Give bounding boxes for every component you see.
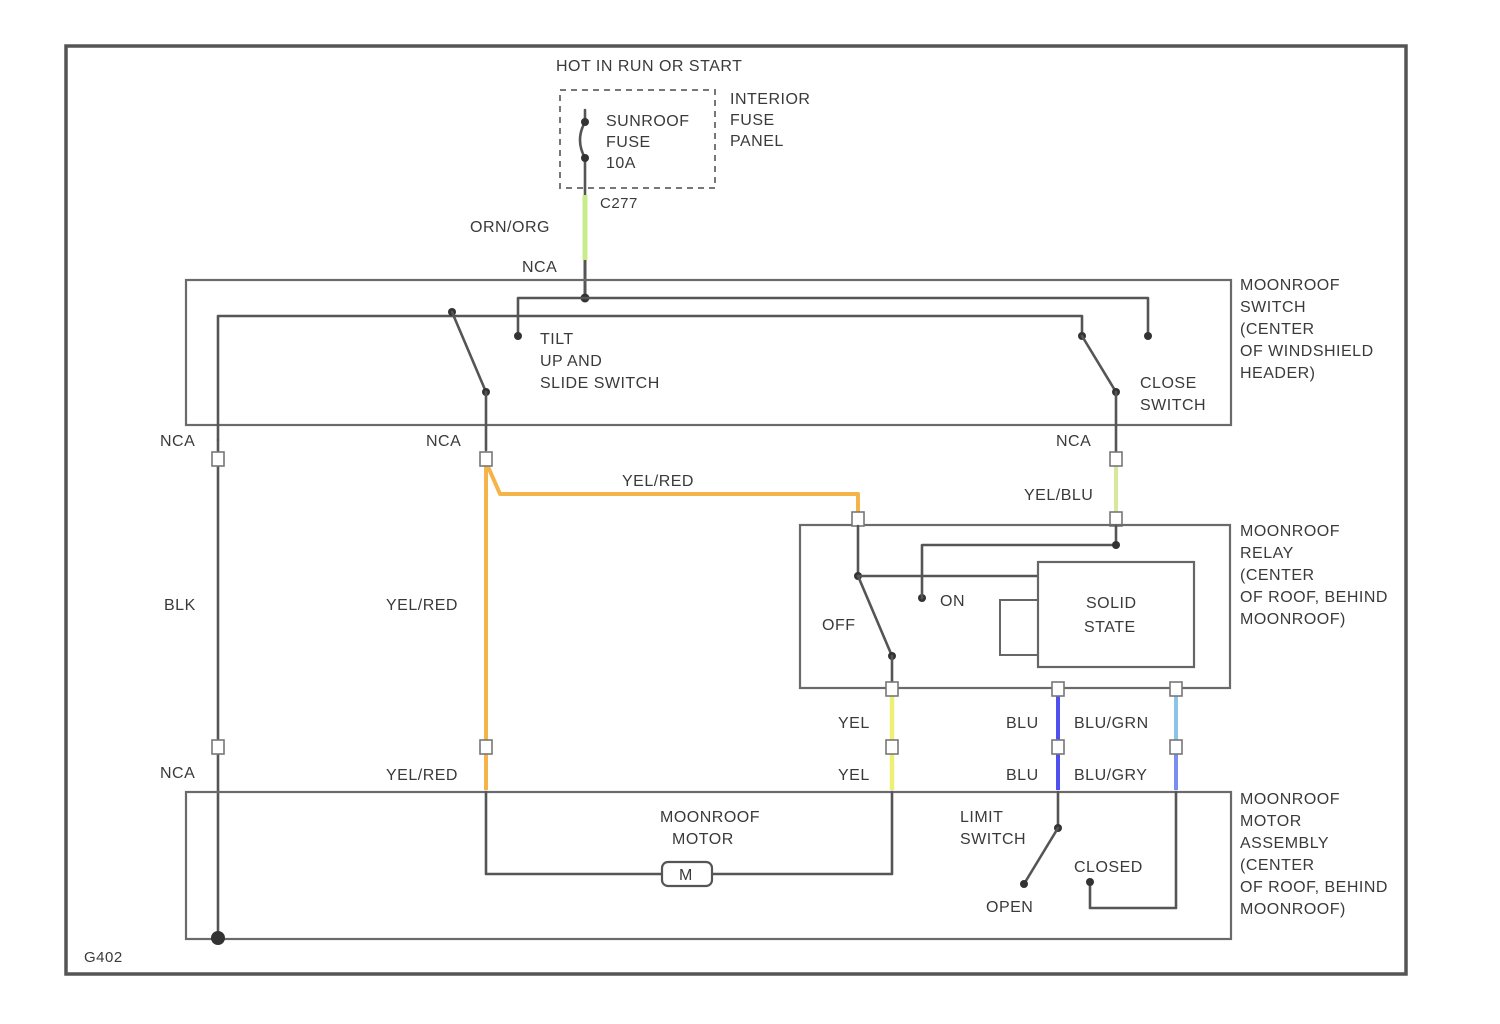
connector-relay-yel <box>886 682 898 696</box>
connector-nca-left <box>212 452 224 466</box>
label-fuse-panel: FUSE <box>730 112 775 129</box>
connector-motor-blugry <box>1170 740 1182 754</box>
label-switch-name: MOONROOF <box>1240 277 1340 294</box>
close-contact <box>1144 332 1152 340</box>
label-wire: BLK <box>164 597 196 614</box>
label-fuse-panel: INTERIOR <box>730 91 810 108</box>
label-assembly-name: ASSEMBLY <box>1240 835 1329 852</box>
label-limit-open: OPEN <box>986 899 1033 916</box>
label-relay-name: (CENTER <box>1240 567 1315 584</box>
fuse-terminal <box>581 118 589 126</box>
label-tilt-switch: TILT <box>540 331 574 348</box>
label-assembly-name: OF ROOF, BEHIND <box>1240 879 1388 896</box>
fuse-terminal <box>581 154 589 162</box>
label-tilt-switch: SLIDE SWITCH <box>540 375 660 392</box>
label-motor: MOONROOF <box>660 809 760 826</box>
label-wire: ORN/ORG <box>470 219 550 236</box>
label-limit-switch: LIMIT <box>960 809 1003 826</box>
moonroof-switch-box <box>186 280 1231 425</box>
label-connector: NCA <box>160 765 195 782</box>
tilt-contact <box>514 332 522 340</box>
relay-contact-blade <box>858 576 892 656</box>
label-fuse-panel: PANEL <box>730 133 784 150</box>
label-connector: NCA <box>426 433 461 450</box>
label-wire: YEL <box>838 767 870 784</box>
label-wire: BLU/GRY <box>1074 767 1147 784</box>
connector-relay-blugrn <box>1170 682 1182 696</box>
label-assembly-name: (CENTER <box>1240 857 1315 874</box>
connector-motor-yel <box>886 740 898 754</box>
label-switch-name: SWITCH <box>1240 299 1306 316</box>
label-fuse: FUSE <box>606 134 651 151</box>
label-close-switch: SWITCH <box>1140 397 1206 414</box>
connector-motor-yelred <box>480 740 492 754</box>
solid-state-box <box>1038 562 1194 667</box>
label-switch-name: HEADER) <box>1240 365 1316 382</box>
label-motor: MOTOR <box>672 831 734 848</box>
relay-yelblu-node <box>1112 541 1120 549</box>
wire-yel-red <box>486 462 858 790</box>
label-hot-in: HOT IN RUN OR START <box>556 58 742 75</box>
connector-nca-right <box>1110 452 1122 466</box>
label-tilt-switch: UP AND <box>540 353 602 370</box>
connector-motor-blu <box>1052 740 1064 754</box>
label-relay-name: RELAY <box>1240 545 1294 562</box>
label-connector: C277 <box>600 195 638 212</box>
label-wire: BLU/GRN <box>1074 715 1149 732</box>
connector-nca-bottom <box>212 740 224 754</box>
label-wire: YEL <box>838 715 870 732</box>
label-connector: NCA <box>160 433 195 450</box>
label-switch-name: (CENTER <box>1240 321 1315 338</box>
ground-point <box>211 931 225 945</box>
solid-state-coil <box>1000 600 1038 655</box>
label-ground: G402 <box>84 949 123 966</box>
connector-relay-blu <box>1052 682 1064 696</box>
connector-relay-yelred <box>852 512 864 526</box>
label-relay-name: MOONROOF <box>1240 523 1340 540</box>
limit-closed-line <box>1090 792 1176 908</box>
label-assembly-name: MOONROOF) <box>1240 901 1346 918</box>
label-limit-closed: CLOSED <box>1074 859 1143 876</box>
label-solid-state: STATE <box>1084 619 1136 636</box>
limit-open-contact <box>1020 880 1028 888</box>
label-assembly-name: MOTOR <box>1240 813 1302 830</box>
label-relay-on: ON <box>940 593 965 610</box>
label-wire: BLU <box>1006 715 1039 732</box>
outer-frame <box>66 46 1406 974</box>
label-close-switch: CLOSE <box>1140 375 1197 392</box>
label-switch-name: OF WINDSHIELD <box>1240 343 1374 360</box>
label-fuse: SUNROOF <box>606 113 690 130</box>
label-connector: NCA <box>1056 433 1091 450</box>
label-wire: YEL/RED <box>386 597 458 614</box>
label-wire: YEL/RED <box>622 473 694 490</box>
connector-nca-mid <box>480 452 492 466</box>
label-relay-name: OF ROOF, BEHIND <box>1240 589 1388 606</box>
limit-switch-blade <box>1024 828 1058 884</box>
label-motor-symbol: M <box>679 867 693 884</box>
limit-closed-contact <box>1086 878 1094 886</box>
label-connector: NCA <box>522 259 557 276</box>
label-assembly-name: MOONROOF <box>1240 791 1340 808</box>
label-wire: BLU <box>1006 767 1039 784</box>
label-wire: YEL/RED <box>386 767 458 784</box>
label-relay-name: MOONROOF) <box>1240 611 1346 628</box>
label-limit-switch: SWITCH <box>960 831 1026 848</box>
tilt-switch-blade <box>452 312 486 392</box>
label-wire: YEL/BLU <box>1024 487 1093 504</box>
close-switch-blade <box>1082 336 1116 392</box>
label-solid-state: SOLID <box>1086 595 1137 612</box>
label-fuse: 10A <box>606 155 636 172</box>
label-relay-off: OFF <box>822 617 856 634</box>
